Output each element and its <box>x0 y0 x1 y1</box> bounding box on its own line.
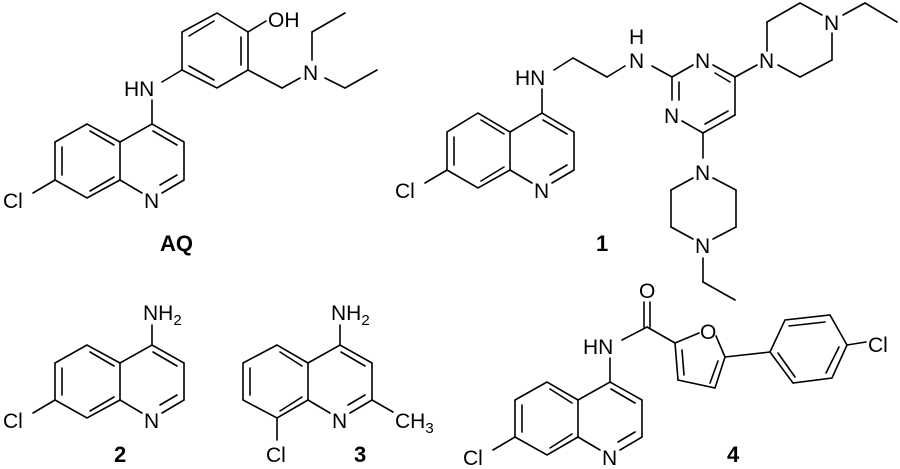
c1-pyrimidine-n3: N <box>695 50 710 73</box>
c4-phenyl-chlorine: Cl <box>868 334 888 357</box>
c3-amino-group: NH2 <box>331 302 370 329</box>
c1-second-nh-n: N <box>629 50 644 73</box>
compound-label-aq: AQ <box>160 231 193 256</box>
c4-amide-nh: HN <box>583 336 613 359</box>
c2-chlorine-atom: Cl <box>3 410 23 433</box>
c3-methyl-group: CH3 <box>395 410 434 437</box>
c3-chlorine-atom: Cl <box>266 444 286 467</box>
compound-label-1: 1 <box>596 231 608 256</box>
compound-label-3: 3 <box>354 442 366 467</box>
compound-3: Cl N CH3 NH2 3 <box>242 302 434 467</box>
c4-ring-nitrogen: N <box>602 447 617 469</box>
c1-pyrimidine-n1: N <box>664 105 679 128</box>
aq-chlorine-atom: Cl <box>3 190 23 213</box>
compound-1: Cl N HN N H N N N N N <box>395 2 898 301</box>
c1-amine-nh: HN <box>515 67 545 90</box>
aq-ring-nitrogen: N <box>144 190 159 213</box>
c1-piperazine-b-n4: N <box>695 235 710 258</box>
c1-piperazine-a-n1: N <box>759 50 774 73</box>
compound-label-4: 4 <box>727 442 740 467</box>
c2-amino-group: NH2 <box>143 302 182 329</box>
aq-hydroxyl: OH <box>268 9 300 32</box>
aq-diethylamine-n: N <box>303 62 318 85</box>
c1-chlorine-atom: Cl <box>395 180 415 203</box>
c3-ring-nitrogen: N <box>332 410 347 433</box>
c2-ring-nitrogen: N <box>144 410 159 433</box>
compound-aq: Cl N HN OH N AQ <box>3 9 378 256</box>
compound-label-2: 2 <box>114 442 126 467</box>
c4-carbonyl-oxygen: O <box>639 280 655 303</box>
c1-piperazine-a-n4: N <box>824 12 839 35</box>
compound-2: Cl N NH2 2 <box>3 302 185 467</box>
aq-benzo-ring <box>54 123 121 199</box>
c1-ring-nitrogen: N <box>534 180 549 203</box>
compound-4: Cl N HN O O Cl 4 <box>463 280 888 469</box>
c4-chlorine-atom: Cl <box>463 447 483 469</box>
aq-amine-nh: HN <box>124 78 154 101</box>
c4-furan-oxygen: O <box>700 321 716 344</box>
c1-second-nh-h: H <box>629 26 644 49</box>
c1-piperazine-b-n1: N <box>695 162 710 185</box>
